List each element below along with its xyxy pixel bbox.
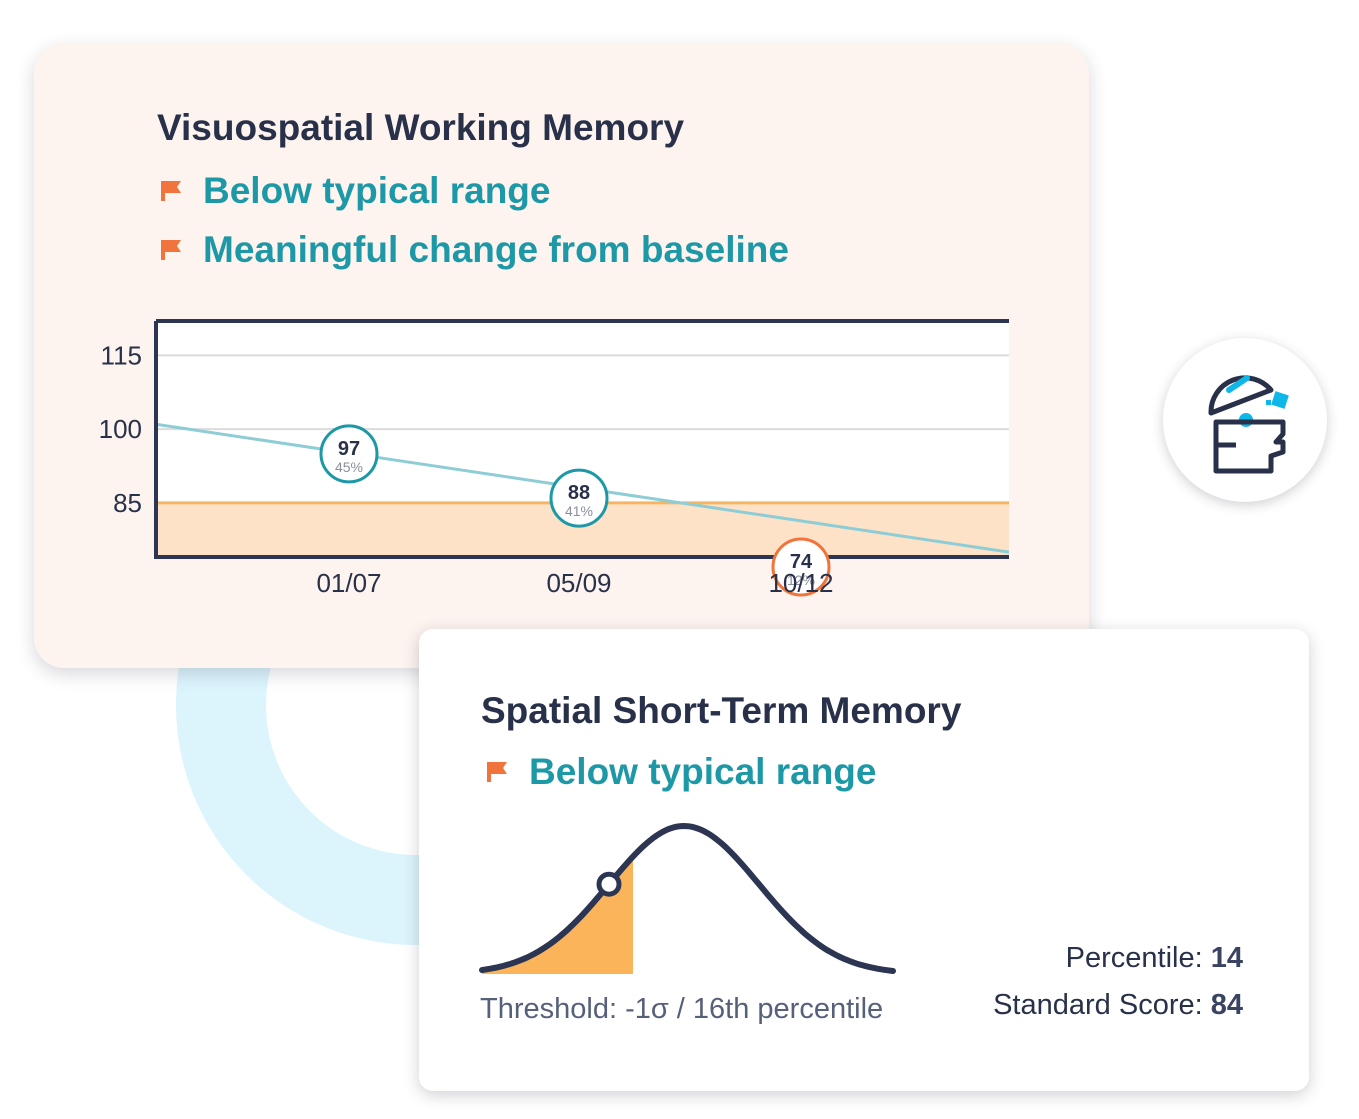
x-tick-label: 05/09 <box>546 568 611 598</box>
flag-item: Below typical range <box>159 170 551 212</box>
y-tick-label: 85 <box>113 488 142 518</box>
data-point-score: 97 <box>338 438 360 460</box>
percentile-value: 14 <box>1210 942 1243 974</box>
flag-icon <box>161 181 181 201</box>
flag-icon <box>161 240 181 260</box>
percentile-stat: Percentile: 14 <box>1066 942 1243 975</box>
data-point-percentile: 12% <box>787 572 815 588</box>
bell-curve-chart <box>479 822 896 974</box>
flag-item: Below typical range <box>485 751 877 793</box>
standard-score-value: 84 <box>1210 989 1243 1021</box>
below-threshold-area <box>482 856 633 974</box>
x-tick-label: 01/07 <box>316 568 381 598</box>
flag-icon <box>487 762 507 782</box>
flag-item: Meaningful change from baseline <box>159 229 789 271</box>
data-point <box>319 424 379 484</box>
brain-icon <box>1208 375 1289 474</box>
data-point-score: 88 <box>568 482 590 504</box>
standard-score-stat: Standard Score: 84 <box>993 989 1243 1022</box>
brain-badge <box>1163 338 1327 502</box>
data-point-percentile: 45% <box>335 459 363 475</box>
y-tick-label: 100 <box>99 414 142 444</box>
standard-score-label: Standard Score: <box>993 989 1203 1021</box>
threshold-label: Threshold: -1σ / 16th percentile <box>480 993 884 1025</box>
flag-label: Meaningful change from baseline <box>203 229 789 270</box>
data-point <box>771 537 831 597</box>
data-point-percentile: 41% <box>565 503 593 519</box>
visuospatial-working-memory-card: Visuospatial Working Memory Below typica… <box>34 43 1089 668</box>
data-point-score: 74 <box>790 551 813 573</box>
flag-label: Below typical range <box>529 751 877 792</box>
percentile-label: Percentile: <box>1065 942 1203 974</box>
spatial-short-term-memory-card: Spatial Short-Term Memory Below typical … <box>419 629 1309 1091</box>
x-tick-label: 10/12 <box>768 568 833 598</box>
flag-label: Below typical range <box>203 170 551 211</box>
chart-axes <box>154 321 1009 559</box>
bell-curve <box>479 822 896 974</box>
card-title: Spatial Short-Term Memory <box>481 690 962 731</box>
data-point <box>549 468 609 528</box>
y-tick-label: 115 <box>101 340 142 370</box>
card-title: Visuospatial Working Memory <box>157 107 685 148</box>
score-marker <box>596 871 622 897</box>
